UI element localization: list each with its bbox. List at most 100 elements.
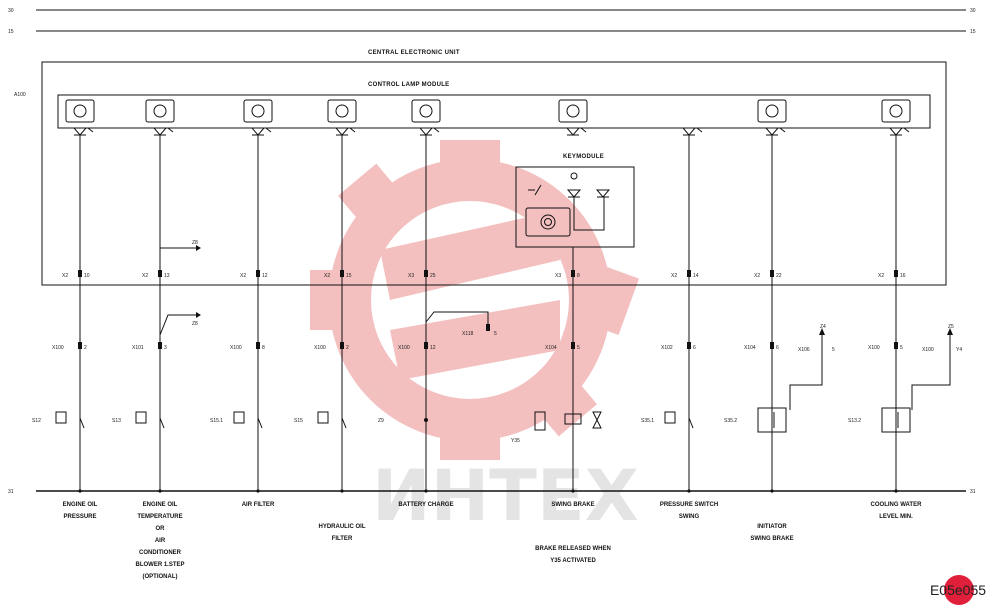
sensor-label: S13.2 xyxy=(848,418,861,424)
connector2-label: X100 xyxy=(314,345,326,351)
air-filter-icon xyxy=(251,104,265,118)
connector-pin-label: 22 xyxy=(776,273,782,279)
connector-label: X3 xyxy=(408,273,414,279)
pressure-switch-icon xyxy=(664,411,676,424)
lamp-box-6 xyxy=(558,99,588,123)
connector-pin xyxy=(256,342,260,349)
lamp-led-icon xyxy=(152,127,174,136)
x106-b-label: X100 xyxy=(922,347,934,353)
function-label: BRAKE RELEASED WHEN xyxy=(535,546,611,552)
sensor-label: S35.1 xyxy=(641,418,654,424)
function-label: AIR xyxy=(155,538,166,544)
solenoid-icon xyxy=(564,413,582,425)
x106-b-pin-label: Y4 xyxy=(956,347,962,353)
lamp-led-icon xyxy=(72,127,94,136)
connector2-label: X104 xyxy=(744,345,756,351)
branch-z8-top-label: Z8 xyxy=(192,240,198,246)
branch-z4 xyxy=(789,328,825,410)
diagram-code: E05e055 xyxy=(930,582,986,598)
sensor-label: S12 xyxy=(32,418,41,424)
connector-pin-label: 12 xyxy=(262,273,268,279)
connector-label: X2 xyxy=(754,273,760,279)
function-label: Y35 ACTIVATED xyxy=(550,558,596,564)
lamp-led-icon xyxy=(764,127,786,136)
connector-pin xyxy=(340,270,344,277)
pressure-switch-icon xyxy=(135,411,147,424)
lamp-led-icon xyxy=(565,127,587,136)
bus-30-left-label: 30 xyxy=(8,8,14,14)
pressure-switch-icon xyxy=(233,411,245,424)
swing-brake-icon xyxy=(566,104,580,118)
function-label: SWING BRAKE xyxy=(750,536,793,542)
function-label: SWING xyxy=(679,514,700,520)
connector2-pin-label: 2 xyxy=(84,345,87,351)
connector-pin xyxy=(158,270,162,277)
connector-pin xyxy=(340,342,344,349)
initiator-switch-icon xyxy=(757,407,787,433)
key-module-frame xyxy=(515,166,635,248)
initiator-switch-icon xyxy=(881,407,911,433)
sensor-label: Y35 xyxy=(511,438,520,444)
function-label: HYDRAULIC OIL xyxy=(319,524,366,530)
function-label: ENGINE OIL xyxy=(63,502,98,508)
branch-z5 xyxy=(911,328,953,410)
function-label: INITIATOR xyxy=(757,524,787,530)
connector-pin xyxy=(571,270,575,277)
function-label: OR xyxy=(156,526,166,532)
connector-pin-label: 10 xyxy=(84,273,90,279)
z4-label: Z4 xyxy=(820,324,826,330)
connector-label: X2 xyxy=(671,273,677,279)
connector-pin xyxy=(424,342,428,349)
bus-31-right-label: 31 xyxy=(970,489,976,495)
key-module-title: KEYMODULE xyxy=(563,154,604,160)
connector-pin xyxy=(894,342,898,349)
connector2-pin-label: 5 xyxy=(900,345,903,351)
lamp-box-2 xyxy=(145,99,175,123)
key-led-2-icon xyxy=(595,189,611,198)
connector-pin xyxy=(424,270,428,277)
connector-pin-label: 13 xyxy=(164,273,170,279)
z5-label: Z5 xyxy=(948,324,954,330)
connector2-pin-label: 3 xyxy=(164,345,167,351)
connector-pin xyxy=(770,270,774,277)
connector-pin xyxy=(894,270,898,277)
central-unit-frame xyxy=(41,61,947,286)
function-label: PRESSURE SWITCH xyxy=(660,502,718,508)
lamp-box-8 xyxy=(757,99,787,123)
connector2-pin-label: 8 xyxy=(262,345,265,351)
connector2-label: X100 xyxy=(398,345,410,351)
x118-pin-label: 5 xyxy=(494,331,497,337)
ground-point xyxy=(424,418,428,422)
pressure-switch-icon xyxy=(317,411,329,424)
connector2-pin-label: 2 xyxy=(346,345,349,351)
sensor-label: S15.1 xyxy=(210,418,223,424)
connector-label: X3 xyxy=(555,273,561,279)
x106-a-label: X106 xyxy=(798,347,810,353)
watermark-text: ИНТЕХ xyxy=(372,455,639,537)
x118-label: X118 xyxy=(462,331,474,337)
branch-z8-bottom xyxy=(159,312,201,336)
key-module-wiring xyxy=(573,197,605,231)
control-module-title: CONTROL LAMP MODULE xyxy=(368,82,449,88)
connector-label: X2 xyxy=(324,273,330,279)
function-label: BLOWER 1.STEP xyxy=(135,562,184,568)
connector2-pin-label: 6 xyxy=(693,345,696,351)
control-lamp-module-frame xyxy=(57,94,931,129)
connector2-label: X100 xyxy=(868,345,880,351)
key-brake-icon xyxy=(540,214,556,230)
sensor-label: S35.2 xyxy=(724,418,737,424)
function-label: AIR FILTER xyxy=(242,502,275,508)
function-label: BATTERY CHARGE xyxy=(398,502,453,508)
connector-label: X2 xyxy=(142,273,148,279)
connector-pin xyxy=(770,342,774,349)
branch-x118 xyxy=(425,311,490,331)
function-label: TEMPERATURE xyxy=(137,514,182,520)
lamp-box-5 xyxy=(411,99,441,123)
function-label: PRESSURE xyxy=(63,514,96,520)
bus-31-left-label: 31 xyxy=(8,489,14,495)
lamp-led-icon xyxy=(681,127,703,136)
